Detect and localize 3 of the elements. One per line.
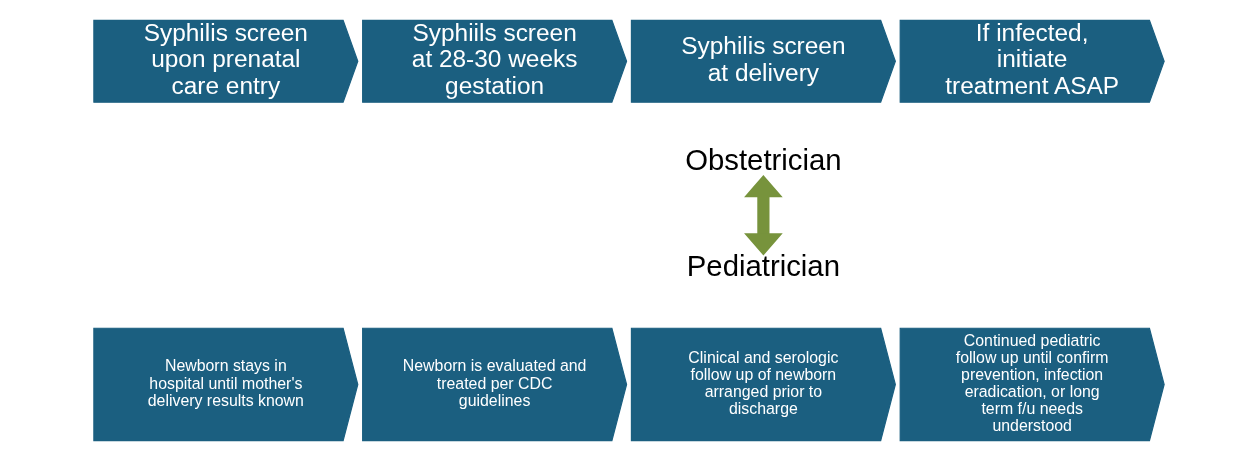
arrow bbox=[743, 175, 783, 256]
node-text: Pediatrician bbox=[686, 248, 840, 282]
node-text: Obstetrician bbox=[684, 142, 842, 176]
